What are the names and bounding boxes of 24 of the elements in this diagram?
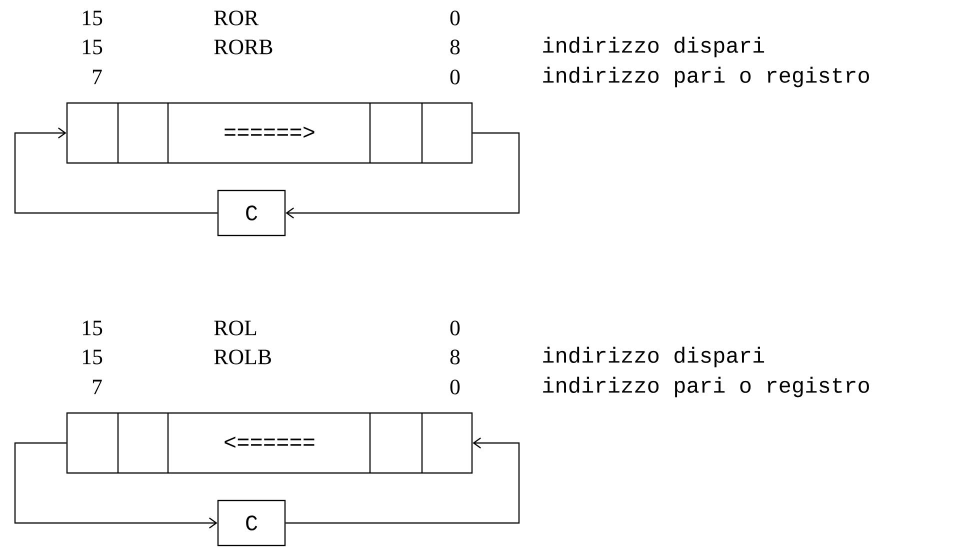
instruction-name: ROLB	[214, 350, 271, 364]
arrow	[14, 442, 218, 528]
note-text: indirizzo pari o registro	[543, 376, 869, 398]
bit-number: 15	[82, 350, 102, 364]
arrow	[286, 132, 520, 218]
instruction-name: ROR	[214, 10, 259, 26]
arrow	[14, 128, 218, 214]
register-box: ======>	[66, 102, 473, 164]
bit-number: 15	[82, 10, 102, 26]
instruction-name: ROL	[214, 320, 256, 336]
bit-number: 15	[82, 320, 102, 336]
arrow	[286, 438, 520, 524]
bit-number: 15	[82, 40, 102, 54]
note-text: indirizzo dispari	[543, 36, 764, 58]
bit-number: 0	[450, 10, 460, 26]
carry-box: C	[217, 500, 286, 546]
carry-box: C	[217, 190, 286, 236]
bit-number: 8	[450, 350, 460, 364]
note-text: indirizzo dispari	[543, 346, 764, 368]
note-text: indirizzo pari o registro	[543, 66, 869, 88]
register-box: <======	[66, 412, 473, 474]
bit-number: 0	[450, 320, 460, 336]
instruction-name: RORB	[214, 40, 272, 54]
bit-number: 8	[450, 40, 460, 54]
